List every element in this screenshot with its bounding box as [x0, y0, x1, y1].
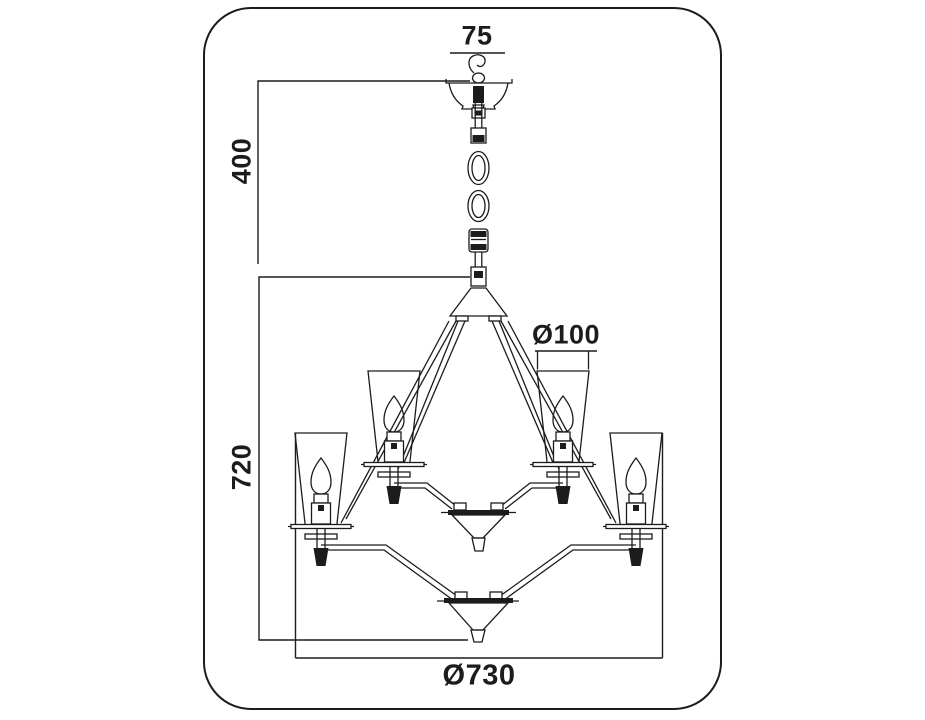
- dim-label-body-height: 720: [226, 443, 257, 491]
- candle-lower-right: [602, 432, 670, 567]
- lower-center-cone: [437, 591, 519, 643]
- hanging-ring: [471, 72, 486, 84]
- dim-label-overall-diameter: Ø730: [442, 659, 516, 692]
- canopy: [445, 79, 513, 119]
- dim-label-shade-diameter: Ø100: [531, 319, 601, 350]
- rounded-frame: [203, 7, 722, 710]
- threaded-coupler: [468, 228, 489, 287]
- top-cone-hub: [448, 287, 509, 322]
- ceiling-hook: [468, 54, 486, 74]
- dimension-lines: [257, 52, 664, 659]
- candle-lower-left: [287, 432, 355, 567]
- dim-label-suspension-height: 400: [226, 137, 257, 185]
- dim-label-canopy-width: 75: [461, 20, 493, 51]
- chain-links: [467, 103, 490, 223]
- upper-center-cone: [441, 502, 516, 552]
- suspension-arms: [321, 320, 636, 601]
